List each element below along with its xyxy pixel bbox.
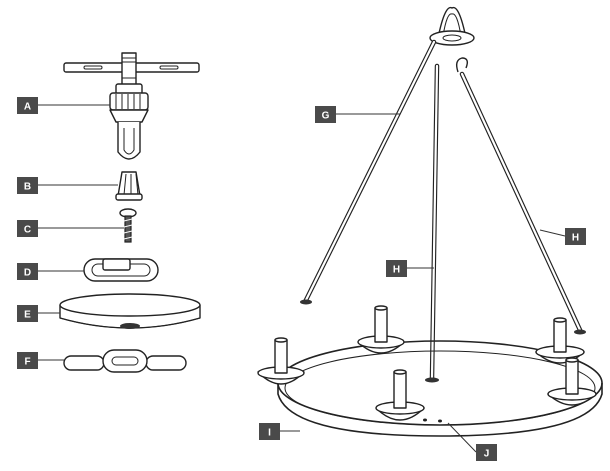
svg-text:C: C (24, 225, 31, 236)
part-b-wire-nut (115, 171, 143, 201)
svg-text:B: B (24, 182, 31, 193)
label-g: G (315, 106, 336, 123)
label-f: F (17, 352, 38, 369)
label-i: I (259, 423, 280, 440)
svg-text:H: H (572, 233, 579, 244)
label-a: A (17, 97, 38, 114)
part-c-screw (119, 208, 137, 243)
svg-text:E: E (24, 310, 31, 321)
top-hanger-loop (429, 6, 475, 46)
part-d-quick-link (83, 258, 159, 282)
leader-lines (38, 104, 566, 453)
svg-text:D: D (24, 268, 31, 279)
svg-text:A: A (24, 102, 31, 113)
svg-text:H: H (393, 265, 400, 276)
label-j: J (476, 444, 497, 461)
part-a-crossbar-assembly (63, 52, 200, 160)
arm-h-right (455, 57, 586, 335)
label-e: E (17, 305, 38, 322)
svg-text:G: G (322, 111, 330, 122)
arm-h-center (425, 63, 440, 383)
svg-text:I: I (268, 428, 271, 439)
svg-text:J: J (484, 449, 490, 460)
label-b: B (17, 177, 38, 194)
svg-text:F: F (24, 357, 30, 368)
part-f-chain (63, 349, 187, 373)
part-e-canopy (59, 293, 201, 329)
arm-g (300, 39, 437, 305)
label-h-right: H (565, 228, 586, 245)
label-c: C (17, 220, 38, 237)
label-h-center: H (386, 260, 407, 277)
label-d: D (17, 263, 38, 280)
candle-cups (257, 305, 597, 421)
